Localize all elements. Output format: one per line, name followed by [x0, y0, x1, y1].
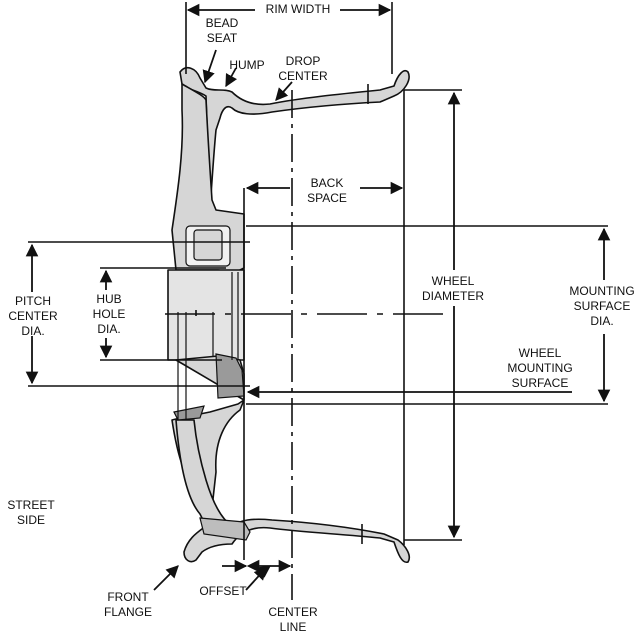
offset-right-leader: [245, 567, 267, 591]
wheel-mounting-surface-label: WHEEL MOUNTING SURFACE: [507, 346, 573, 390]
front-flange-leader: [153, 565, 179, 591]
hump-leader: [225, 67, 238, 88]
hub-guide-lines: [177, 272, 239, 420]
hub-hole-dia-label: HUB HOLE DIA.: [92, 292, 126, 336]
hump-label: HUMP: [229, 58, 265, 72]
lug-details: [173, 225, 251, 541]
drop-center-leader: [275, 81, 293, 101]
bead-seat-label: BEAD SEAT: [205, 16, 239, 45]
dimension-arrows: [25, 3, 611, 591]
upper-lug-nut: [193, 229, 223, 261]
reference-lines: [28, 2, 608, 600]
wheel-diameter-label: WHEEL DIAMETER: [421, 274, 485, 303]
front-flange-label: FRONT FLANGE: [103, 590, 153, 619]
wheel-profile: [167, 66, 411, 564]
hub-center: [167, 269, 245, 361]
rim-width-label: RIM WIDTH: [265, 2, 331, 16]
pitch-center-dia-label: PITCH CENTER DIA.: [8, 294, 58, 338]
mounting-surface-dia-label: MOUNTING SURFACE DIA.: [569, 284, 635, 328]
back-space-label: BACK SPACE: [307, 176, 347, 205]
bead-seat-leader: [202, 49, 217, 84]
lower-lug-block: [215, 353, 245, 399]
upper-disc: [171, 83, 245, 273]
upper-rim-barrel: [179, 66, 410, 211]
valve-stem: [199, 517, 251, 541]
offset-label: OFFSET: [199, 584, 247, 598]
lower-rim-shadow: [173, 405, 205, 421]
center-line-label: CENTER LINE: [268, 605, 318, 634]
street-side-label: STREET SIDE: [7, 498, 55, 527]
drop-center-label: DROP CENTER: [278, 54, 328, 83]
